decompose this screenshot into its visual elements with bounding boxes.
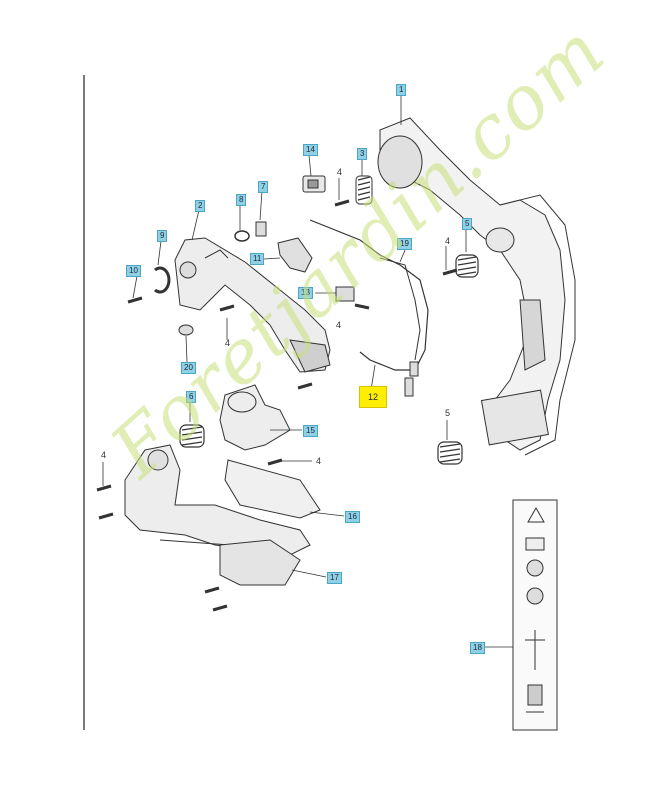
callout-16[interactable]: 16 (345, 511, 360, 523)
callout-14[interactable]: 14 (303, 144, 318, 156)
callout-2[interactable]: 2 (195, 200, 206, 212)
spring-3 (355, 175, 373, 205)
callout-4c[interactable]: 4 (225, 338, 231, 348)
spring-5-top (455, 254, 479, 278)
part-13 (335, 286, 355, 302)
callout-6[interactable]: 6 (186, 391, 197, 403)
cable-19 (379, 257, 421, 361)
cap-20 (178, 324, 194, 336)
callout-17[interactable]: 17 (327, 572, 342, 584)
decal-18 (512, 499, 558, 731)
leader-lines (102, 95, 513, 648)
front-handle-part-2 (174, 237, 331, 373)
plate-16 (224, 459, 321, 519)
callout-5a[interactable]: 5 (462, 218, 473, 230)
callout-11[interactable]: 11 (250, 253, 265, 265)
callout-10[interactable]: 10 (126, 265, 141, 277)
part-9 (154, 266, 171, 294)
spring-6 (179, 424, 205, 448)
callout-7[interactable]: 7 (258, 181, 269, 193)
lever-11 (277, 237, 313, 273)
cable-end-12 (404, 377, 414, 397)
part-7 (255, 221, 267, 237)
callout-15[interactable]: 15 (303, 425, 318, 437)
switch-14 (302, 175, 326, 193)
callout-4a[interactable]: 4 (337, 167, 343, 177)
callout-8[interactable]: 8 (236, 194, 247, 206)
callout-1[interactable]: 1 (396, 84, 407, 96)
callout-18[interactable]: 18 (470, 642, 485, 654)
ring-8 (234, 230, 250, 242)
callout-4b[interactable]: 4 (445, 236, 451, 246)
callout-4d[interactable]: 4 (336, 320, 342, 330)
callout-12[interactable]: 12 (359, 386, 388, 408)
trigger-17 (219, 539, 301, 586)
callout-9[interactable]: 9 (157, 230, 168, 242)
screws (96, 199, 458, 612)
callout-5b[interactable]: 5 (445, 408, 451, 418)
callout-20[interactable]: 20 (181, 362, 196, 374)
callout-19[interactable]: 19 (397, 238, 412, 250)
callout-4f[interactable]: 4 (316, 456, 322, 466)
throttle-cable (309, 219, 429, 371)
callout-13[interactable]: 13 (298, 287, 313, 299)
callout-3[interactable]: 3 (357, 148, 368, 160)
rear-handle (377, 117, 576, 456)
callout-4e[interactable]: 4 (101, 450, 107, 460)
bracket-15 (219, 384, 291, 451)
spring-5-bottom (437, 441, 463, 465)
